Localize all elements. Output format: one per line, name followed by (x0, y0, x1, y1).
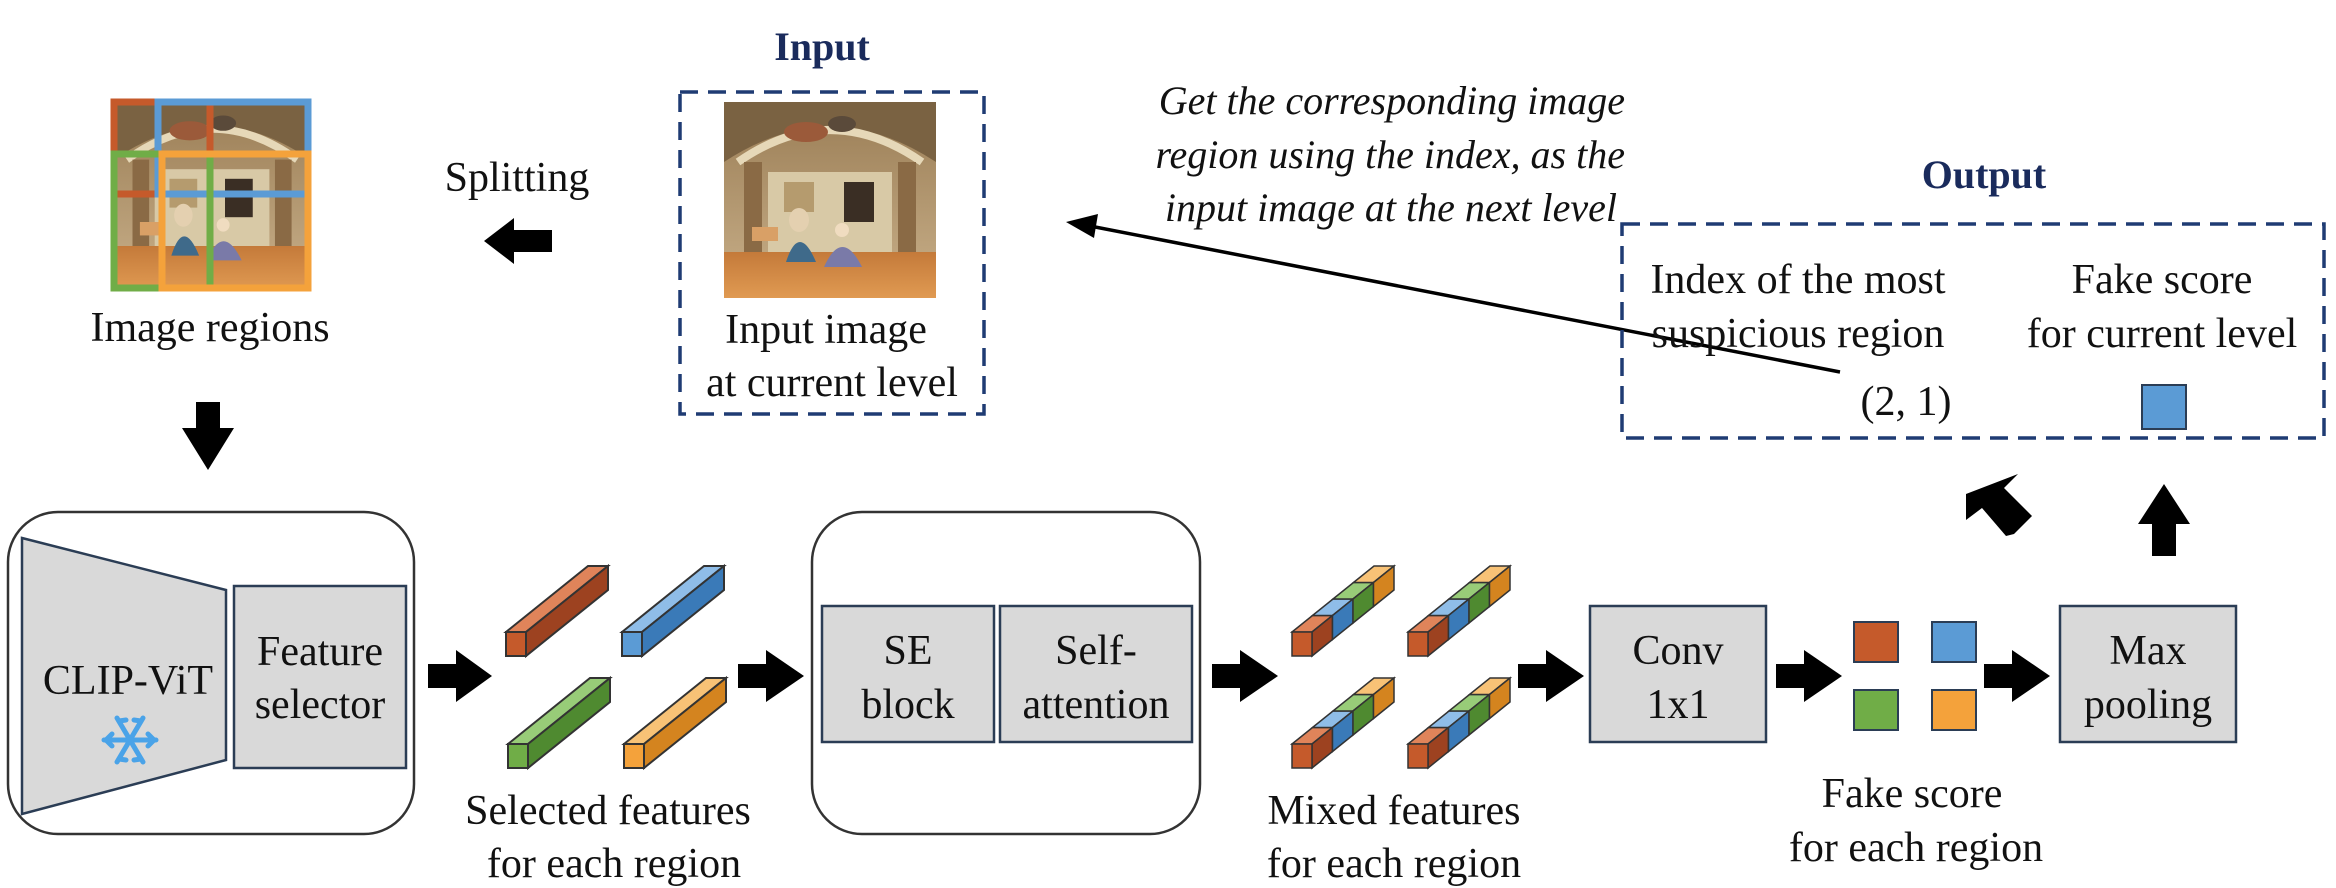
selected-features-label-line1: Selected features (465, 788, 751, 834)
arrow-up (2138, 484, 2190, 556)
arrow-right-4 (1518, 650, 1584, 702)
index-label-line1: Index of the most (1650, 257, 1945, 303)
clip-vit-label: CLIP-ViT (43, 658, 213, 704)
clip-vit-trapezoid (20, 536, 228, 816)
selected-features-group (503, 563, 729, 771)
output-heading: Output (1922, 152, 2047, 197)
selected-features-label-line2: for each region (487, 841, 741, 887)
region-score-orange (1931, 689, 1977, 731)
conv-label-line2: 1x1 (1647, 682, 1710, 728)
mixed-segment-front (1291, 743, 1313, 769)
fake-score-each-label-line1: Fake score (1822, 771, 2003, 817)
self-attention-label-line1: Self- (1055, 628, 1137, 674)
splitting-label: Splitting (445, 155, 590, 201)
mixed-segment-side (1372, 676, 1395, 721)
region-score-green (1853, 689, 1899, 731)
annotation-line2: region using the index, as the (1155, 132, 1625, 177)
mixed-segment-side (1372, 564, 1395, 609)
annotation-line3: input image at the next level (1165, 185, 1617, 230)
mixed-features-group (1289, 564, 1513, 770)
index-value: (2, 1) (1861, 379, 1952, 425)
self-attention-box (998, 604, 1194, 744)
input-heading: Input (774, 24, 870, 69)
input-image-thumbnail (724, 102, 936, 298)
input-dashed-frame (678, 90, 986, 416)
region-score-orange-red (1853, 621, 1899, 663)
current-level-score-square (2141, 384, 2187, 430)
fake-score-label-line1: Fake score (2072, 257, 2253, 303)
arrow-right-5 (1776, 650, 1842, 702)
region-score-blue (1931, 621, 1977, 663)
se-block-label-line2: block (861, 682, 954, 728)
mixed-segment-front (1291, 631, 1313, 657)
mixed-features-label-line2: for each region (1267, 841, 1521, 887)
mixed-bar-3 (1289, 676, 1397, 770)
feature-bar-orange (621, 675, 729, 771)
max-pooling-label-line1: Max (2110, 628, 2187, 674)
feature-bar-orange-red (503, 563, 611, 659)
mixed-bar-2 (1405, 564, 1513, 658)
mixed-bar-1 (1289, 564, 1397, 658)
arrow-left-splitting (484, 218, 552, 264)
feature-selector-label-line2: selector (255, 682, 386, 728)
input-image-label-line1: Input image (725, 307, 927, 353)
index-label-line2: suspicious region (1652, 311, 1945, 357)
mixed-segment-side (1488, 564, 1511, 609)
input-image-label-line2: at current level (706, 360, 958, 406)
annotation-line1: Get the corresponding image (1159, 78, 1625, 123)
fake-score-each-label-line2: for each region (1789, 825, 2043, 871)
mixed-segment-side (1488, 676, 1511, 721)
feature-bar-green (505, 675, 613, 771)
image-regions-label: Image regions (90, 305, 329, 351)
region-scores-grid (1853, 621, 1977, 731)
se-block-box (820, 604, 996, 744)
output-dashed-frame (1620, 222, 2326, 440)
mixed-segment-front (1407, 631, 1429, 657)
feature-bar-blue (619, 563, 727, 659)
mixed-segment-front (1407, 743, 1429, 769)
conv-label-line1: Conv (1632, 628, 1723, 674)
arrow-right-3 (1212, 650, 1278, 702)
snowflake-icon (101, 715, 159, 765)
image-regions-thumbnail (114, 102, 310, 290)
arrow-up-left (1966, 474, 2032, 536)
self-attention-label-line2: attention (1023, 682, 1170, 728)
feature-selector-box (232, 584, 408, 770)
arrow-right-6 (1984, 650, 2050, 702)
arrow-right-1 (428, 650, 492, 702)
max-pooling-label-line2: pooling (2084, 682, 2212, 728)
feedback-arrow-head (1066, 214, 1098, 238)
feature-selector-label-line1: Feature (257, 629, 383, 675)
arrow-down (182, 402, 234, 470)
arrow-right-2 (738, 650, 804, 702)
se-block-label-line1: SE (883, 628, 932, 674)
max-pooling-box (2058, 604, 2238, 744)
fake-score-label-line2: for current level (2027, 311, 2298, 357)
region-outline-blue (154, 98, 312, 198)
feedback-arrow-line (1089, 224, 1841, 374)
conv-box (1588, 604, 1768, 744)
mixed-bar-4 (1405, 676, 1513, 770)
mixed-features-label-line1: Mixed features (1267, 788, 1520, 834)
region-outline-orange (158, 150, 312, 292)
